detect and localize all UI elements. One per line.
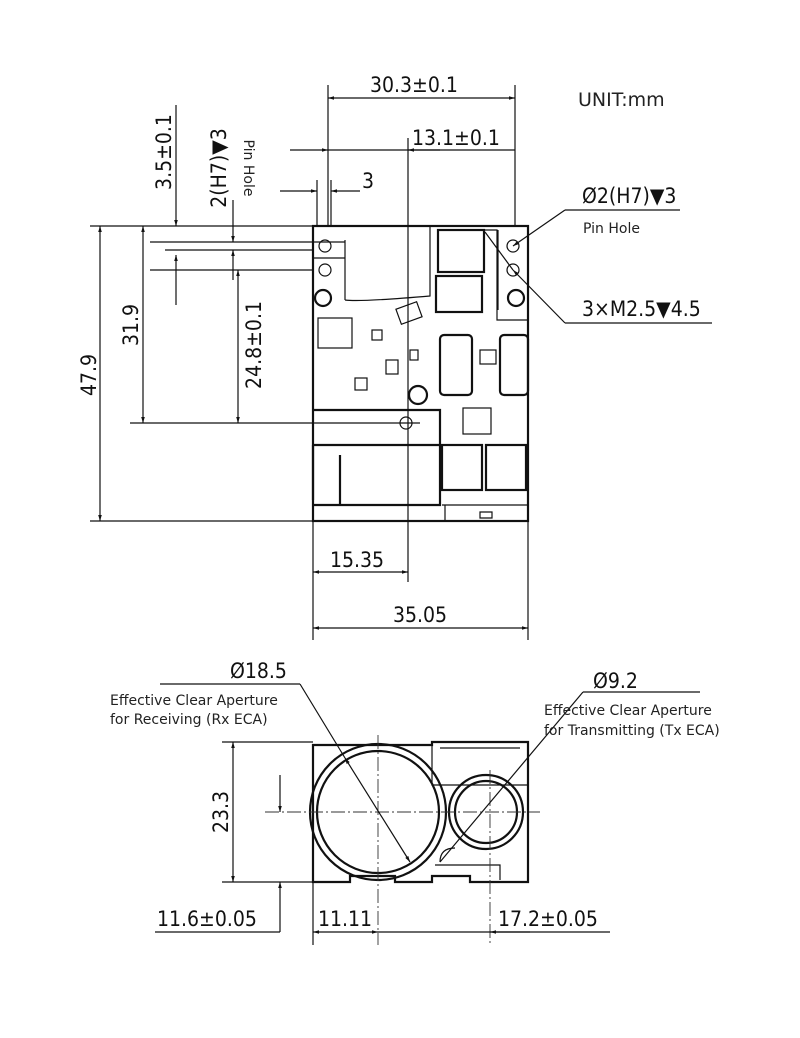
- dim-offset-bottom: 15.35: [330, 548, 384, 572]
- pin-hole-callout-note: Pin Hole: [583, 221, 640, 237]
- rx-note-line1: Effective Clear Aperture: [110, 693, 278, 709]
- dim-width-bottom: 35.05: [393, 603, 447, 627]
- dim-tx-center-x: 17.2±0.05: [498, 907, 598, 931]
- dim-pin-spacing: 3: [362, 169, 374, 193]
- dim-height-total: 47.9: [77, 354, 101, 396]
- top-view-dimensions: 30.3±0.1 13.1±0.1 3 47.9 31.9 3.5±0.1 2(…: [77, 73, 712, 640]
- dim-front-height: 23.3: [209, 791, 233, 833]
- dim-width-top: 30.3±0.1: [370, 73, 458, 97]
- dim-offset-top: 13.1±0.1: [412, 126, 500, 150]
- top-view-module: [311, 224, 530, 523]
- dim-pin-hole-left: 2(H7)▼3: [207, 128, 231, 208]
- dim-pin-vertical: 3.5±0.1: [152, 114, 176, 190]
- pin-hole-left-note: Pin Hole: [240, 140, 256, 197]
- tx-diameter: Ø9.2: [593, 669, 638, 693]
- dim-rx-center-x: 11.11: [318, 907, 372, 931]
- unit-label: UNIT:mm: [578, 89, 665, 111]
- screw-callout: 3×M2.5▼4.5: [582, 297, 701, 321]
- pin-hole-callout: Ø2(H7)▼3: [582, 184, 676, 208]
- dim-center-height: 11.6±0.05: [157, 907, 257, 931]
- tx-note-line2: for Transmitting (Tx ECA): [544, 723, 720, 739]
- rx-diameter: Ø18.5: [230, 659, 287, 683]
- rx-note-line2: for Receiving (Rx ECA): [110, 712, 268, 728]
- dim-height-hole: 24.8±0.1: [242, 301, 266, 389]
- tx-note-line1: Effective Clear Aperture: [544, 703, 712, 719]
- front-view-dimensions: Ø18.5 Effective Clear Aperture for Recei…: [110, 659, 720, 945]
- dim-height-mid: 31.9: [119, 304, 143, 346]
